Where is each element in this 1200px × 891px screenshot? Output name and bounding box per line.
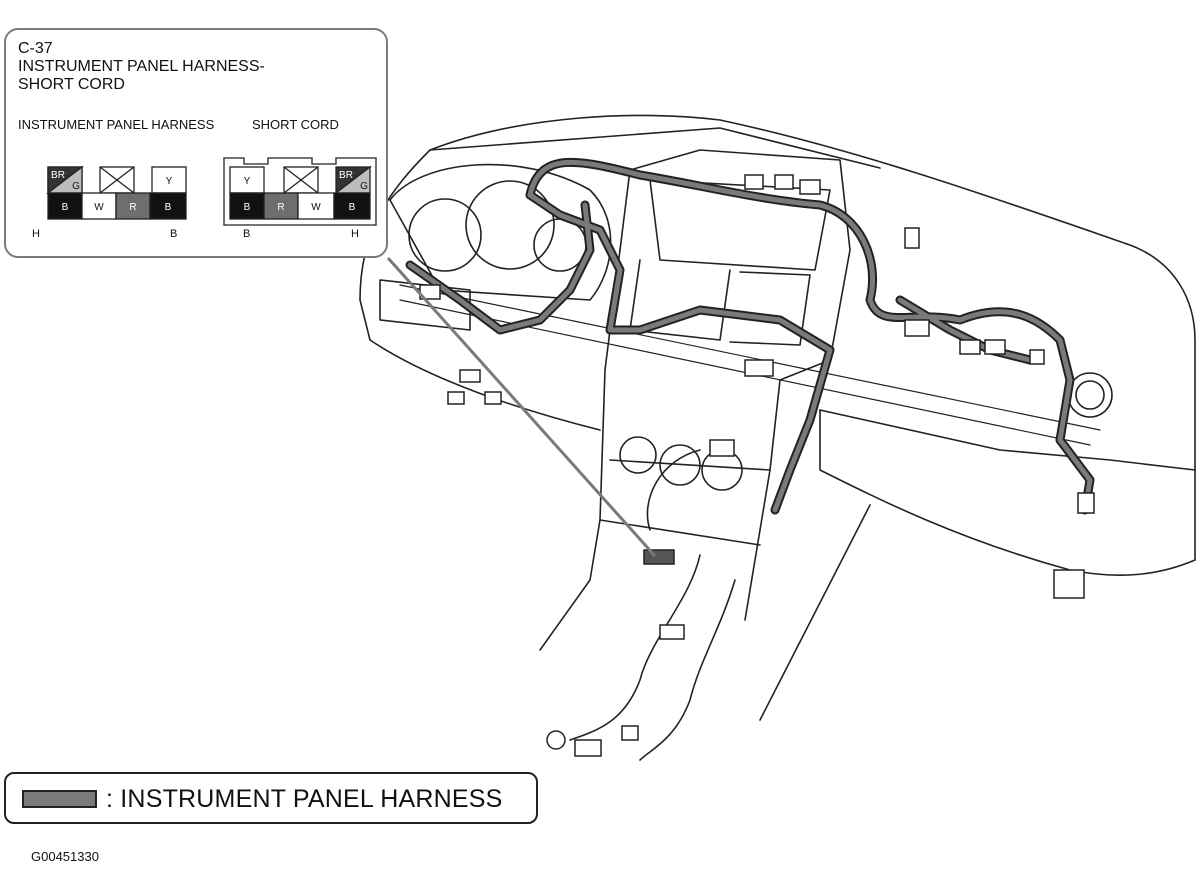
left-pin-g: G bbox=[72, 181, 80, 192]
connector-id: C-37 bbox=[18, 40, 53, 57]
dashboard-outline bbox=[359, 114, 1196, 576]
legend-harness-swatch bbox=[22, 790, 97, 808]
connector-pinouts: BR G Y B W R B Y BR G B R W bbox=[46, 157, 377, 226]
right-pin-b1: B bbox=[244, 202, 251, 213]
right-pin-br: BR bbox=[339, 170, 353, 181]
right-connector-label: SHORT CORD bbox=[252, 117, 339, 132]
right-vent bbox=[1067, 372, 1113, 418]
connector-c37 bbox=[643, 549, 675, 565]
left-connector-label: INSTRUMENT PANEL HARNESS bbox=[18, 117, 215, 132]
right-pin-b2: B bbox=[349, 202, 356, 213]
left-pin-b1: B bbox=[62, 202, 69, 213]
cluster-hood bbox=[389, 163, 612, 301]
left-edge-label-b: B bbox=[170, 228, 178, 240]
right-pin-y: Y bbox=[244, 176, 251, 187]
callout-title: C-37 INSTRUMENT PANEL HARNESS- SHORT COR… bbox=[18, 40, 265, 94]
left-pin-y: Y bbox=[166, 176, 173, 187]
left-pin-br: BR bbox=[51, 170, 65, 181]
right-pin-r: R bbox=[277, 202, 284, 213]
hvac-knob-mid bbox=[659, 444, 701, 486]
center-stack bbox=[619, 149, 851, 621]
title-line-2: SHORT CORD bbox=[18, 76, 125, 93]
legend-box: : INSTRUMENT PANEL HARNESS bbox=[4, 772, 538, 824]
instrument-panel-harness bbox=[405, 157, 1095, 515]
right-pin-w: W bbox=[311, 202, 321, 213]
callout-leader-line bbox=[386, 256, 657, 558]
right-pin-g: G bbox=[360, 181, 368, 192]
gauge-left bbox=[408, 198, 482, 272]
gauge-center bbox=[465, 180, 555, 270]
left-connector-face bbox=[46, 165, 187, 220]
figure-id: G00451330 bbox=[31, 849, 99, 864]
right-edge-label-b: B bbox=[243, 228, 251, 240]
legend-label: : INSTRUMENT PANEL HARNESS bbox=[106, 785, 503, 813]
left-edge-label-h: H bbox=[32, 228, 40, 240]
left-pin-b2: B bbox=[165, 202, 172, 213]
hvac-knob-left bbox=[619, 436, 657, 474]
title-line-1: INSTRUMENT PANEL HARNESS- bbox=[18, 58, 265, 75]
right-connector-face bbox=[223, 157, 377, 226]
connector-callout: C-37 INSTRUMENT PANEL HARNESS- SHORT COR… bbox=[4, 28, 388, 258]
left-pin-r: R bbox=[129, 202, 136, 213]
right-edge-label-h: H bbox=[351, 228, 359, 240]
left-pin-w: W bbox=[94, 202, 104, 213]
